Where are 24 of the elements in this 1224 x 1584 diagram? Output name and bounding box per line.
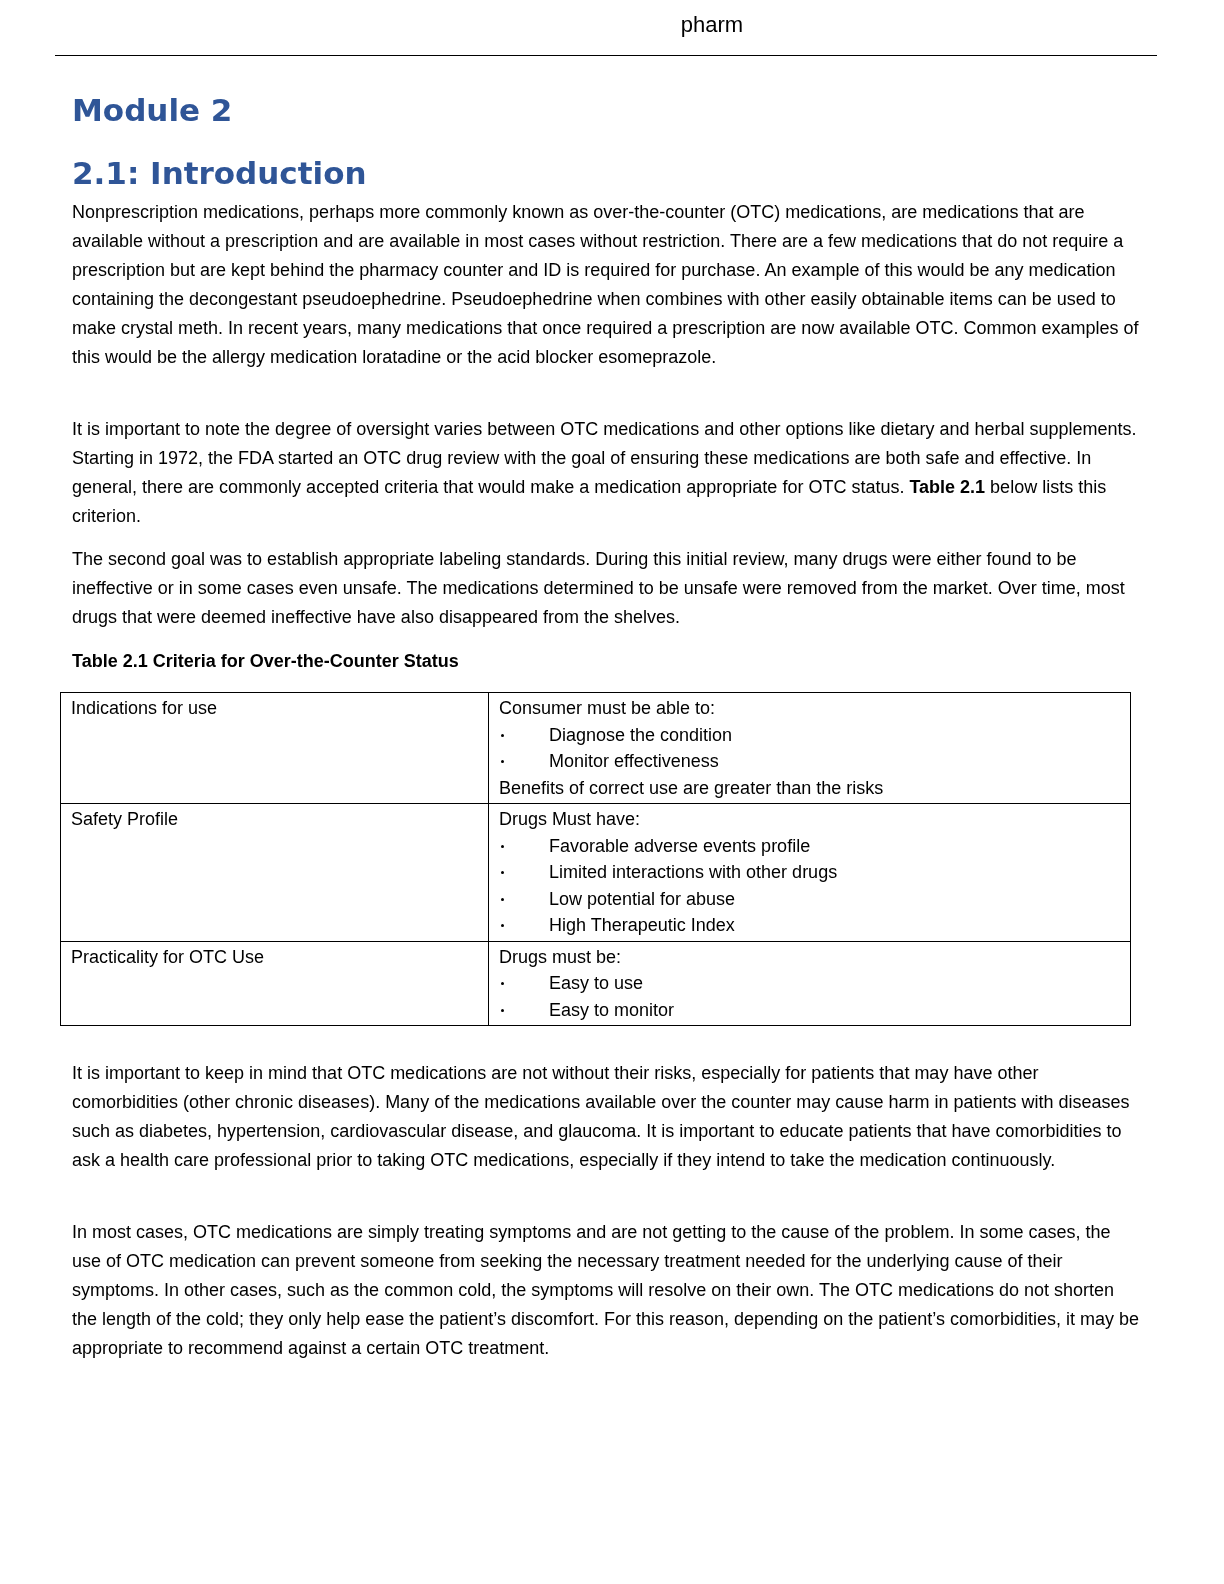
paragraph: It is important to keep in mind that OTC medications are not without their risks, especially for patients that may have other comorbidities (other chronic diseases). Many of the medications available over the counter may cause harm in patients with diseases such as diabetes, hypertension, cardiovascular disease, and glaucoma. It is important to educate patients that have comorbidities to ask a health care professional prior to taking OTC medications, especially if they intend to take the medication continuously. — [72, 1062, 1131, 1172]
list-item: High Therapeutic Index — [549, 915, 735, 935]
table-cell: Indications for use — [60, 692, 489, 804]
list-item: Diagnose the condition — [549, 724, 733, 745]
cell-text: Consumer must be able to: — [499, 697, 717, 720]
paragraph: In most cases, OTC medications are simply treating symptoms and are not getting to the cause of the problem. In some cases, the use of OTC medication can prevent someone from seeking the necessary treatment needed for the underlying cause of their symptoms. In other cases, such as the common cold, the symptoms will resolve on their own. The OTC medications do not shorten the length of the cold; they only help ease the patient’s discomfort. For this reason, depending on the patient’s comorbidities, it may be appropriate to recommend against a certain OTC treatment. — [72, 1221, 1140, 1360]
page-title: Module 2 — [72, 92, 233, 128]
paragraph: Nonprescription medications, perhaps more commonly known as over-the-counter (OTC) medications, are medications that are available without a prescription and are available in most cases without restriction. There are a few medications that do not require a prescription but are kept behind the pharmacy counter and ID is required for purchase. An example of this would be any medication containing the decongestant pseudoephedrine. Pseudoephedrine when combines with other easily obtainable items can be used to make crystal meth. In recent years, many medications that once required a prescription are now available OTC. Common examples of this would be the allergy medication loratadine or the acid blocker esomeprazole. — [72, 201, 1140, 369]
list-item: Favorable adverse events profile — [549, 835, 811, 856]
list-item: Low potential for abuse — [549, 888, 736, 909]
page-header: pharm — [679, 12, 745, 38]
list-item: Limited interactions with other drugs — [549, 862, 838, 882]
list-item: Easy to monitor — [549, 999, 675, 1020]
cell-text: Benefits of correct use are greater than the risks — [499, 776, 885, 800]
cell-text: Drugs Must have: — [499, 808, 642, 831]
list-item: Easy to use — [549, 973, 644, 993]
table-caption: Table 2.1 Criteria for Over-the-Counter Status — [72, 650, 459, 673]
table-cell: Practicality for OTC Use — [60, 941, 489, 1026]
paragraph: It is important to note the degree of oversight varies between OTC medications and other options like dietary and herbal supplements. Starting in 1972, the FDA started an OTC drug review with the goal of ensuring these medications are both safe and effective. In general, there are commonly accepted criteria that would make a medication appropriate for OTC status. Table 2.1 below lists this criterion. — [72, 418, 1138, 528]
section-heading: 2.1: Introduction — [72, 155, 367, 191]
cell-text: Drugs must be: — [499, 945, 623, 969]
table-cell: Safety Profile — [60, 803, 489, 941]
paragraph: The second goal was to establish appropriate labeling standards. During this initial review, many drugs were either found to be ineffective or in some cases even unsafe. The medications determined to be unsafe were removed from the market. Over time, most drugs that were deemed ineffective have also disappeared from the shelves. — [72, 548, 1126, 629]
list-item: Monitor effectiveness — [549, 751, 719, 771]
